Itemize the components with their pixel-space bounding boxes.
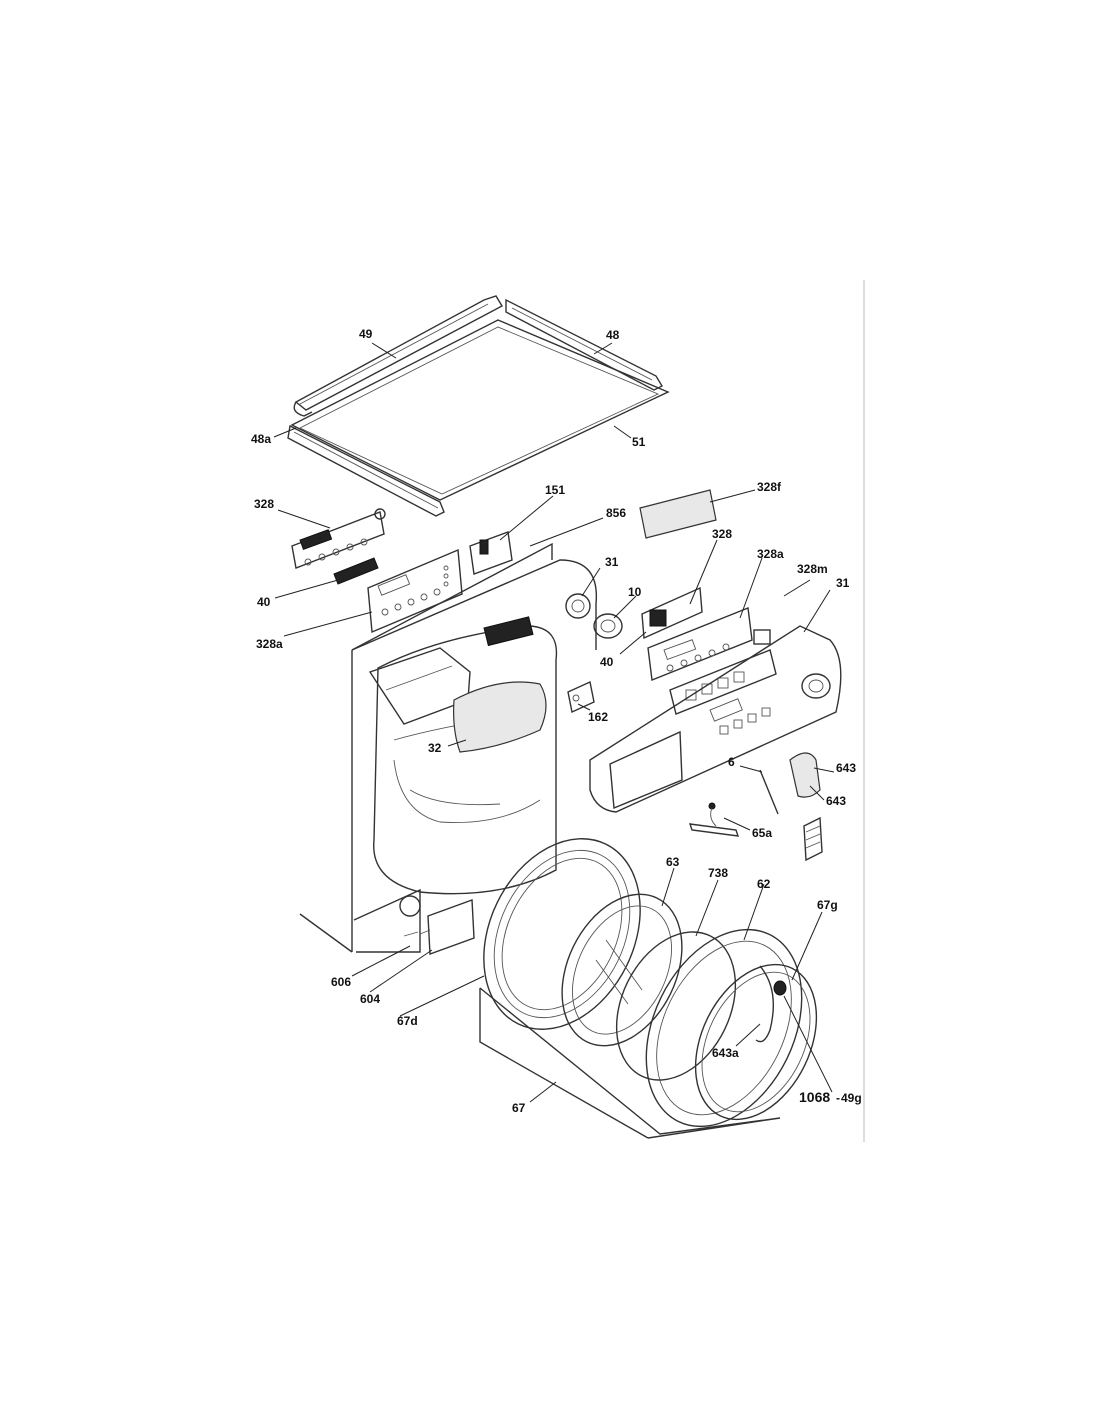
label-606: 606: [331, 975, 351, 989]
display-cover-328f: [639, 489, 717, 539]
control-board-328a-right: [647, 607, 753, 681]
side-rail-48: [505, 298, 663, 391]
label-1068: 1068: [799, 1089, 830, 1105]
label-67: 67: [512, 1101, 526, 1115]
cabinet: [299, 542, 598, 953]
trim-ring-67g: [694, 963, 818, 1121]
handle-643: [789, 752, 823, 862]
hinge-606: [399, 895, 431, 937]
front-rail-48a: [287, 424, 445, 517]
filter-cover-604: [427, 899, 475, 955]
door-ring-67d: [483, 838, 641, 1030]
buttons-328m: [669, 629, 777, 715]
door-glass-63: [561, 893, 683, 1047]
label-40-left: 40: [257, 595, 271, 609]
leader-lines: [273, 342, 835, 1103]
front-fascia-31-right: [589, 625, 842, 813]
label-10: 10: [628, 585, 642, 599]
label-604: 604: [360, 992, 380, 1006]
label-643-top: 643: [836, 761, 856, 775]
label-643-bottom: 643: [826, 794, 846, 808]
latch-65a: [688, 802, 740, 837]
label-328-left: 328: [254, 497, 274, 511]
top-lid-51: [290, 319, 670, 501]
control-fascia-328a-left: [367, 548, 463, 634]
hook-643a: [755, 965, 775, 1043]
pin-6: [759, 769, 779, 815]
label-162: 162: [588, 710, 608, 724]
label-856: 856: [606, 506, 626, 520]
label-328-right: 328: [712, 527, 732, 541]
soap-drawer-32: [453, 681, 547, 753]
rear-frame-49: [293, 295, 503, 417]
label-738: 738: [708, 866, 728, 880]
label-49g: 49g: [841, 1091, 862, 1105]
control-board-328-left: [291, 508, 386, 569]
label-328a-right: 328a: [757, 547, 784, 561]
label-6: 6: [728, 755, 735, 769]
part-labels: 49 48 48a 51 328 151 856 328f 328 40 328…: [251, 327, 862, 1115]
knob-10: [593, 613, 623, 639]
label-328m: 328m: [797, 562, 828, 576]
outer-ring-62: [645, 928, 803, 1128]
label-51: 51: [632, 435, 646, 449]
label-63: 63: [666, 855, 680, 869]
label-31-right: 31: [836, 576, 850, 590]
label-151: 151: [545, 483, 565, 497]
label-48: 48: [606, 328, 620, 342]
label-643a: 643a: [712, 1046, 739, 1060]
display-40-left: [333, 557, 379, 585]
seal-738: [615, 931, 737, 1081]
label-62: 62: [757, 877, 771, 891]
label-48a: 48a: [251, 432, 271, 446]
label-32: 32: [428, 741, 442, 755]
label-67d: 67d: [397, 1014, 418, 1028]
label-67g: 67g: [817, 898, 838, 912]
label-328a-left: 328a: [256, 637, 283, 651]
label-40-right: 40: [600, 655, 614, 669]
label-31-left: 31: [605, 555, 619, 569]
label-328f: 328f: [757, 480, 782, 494]
top-rear-bracket-151: [469, 531, 513, 575]
label-49: 49: [359, 327, 373, 341]
switch-162: [567, 680, 595, 714]
label-49g-dash: -: [836, 1091, 840, 1105]
door-frame-67: [479, 987, 781, 1139]
label-65a: 65a: [752, 826, 772, 840]
control-board-328-right: [641, 586, 703, 640]
